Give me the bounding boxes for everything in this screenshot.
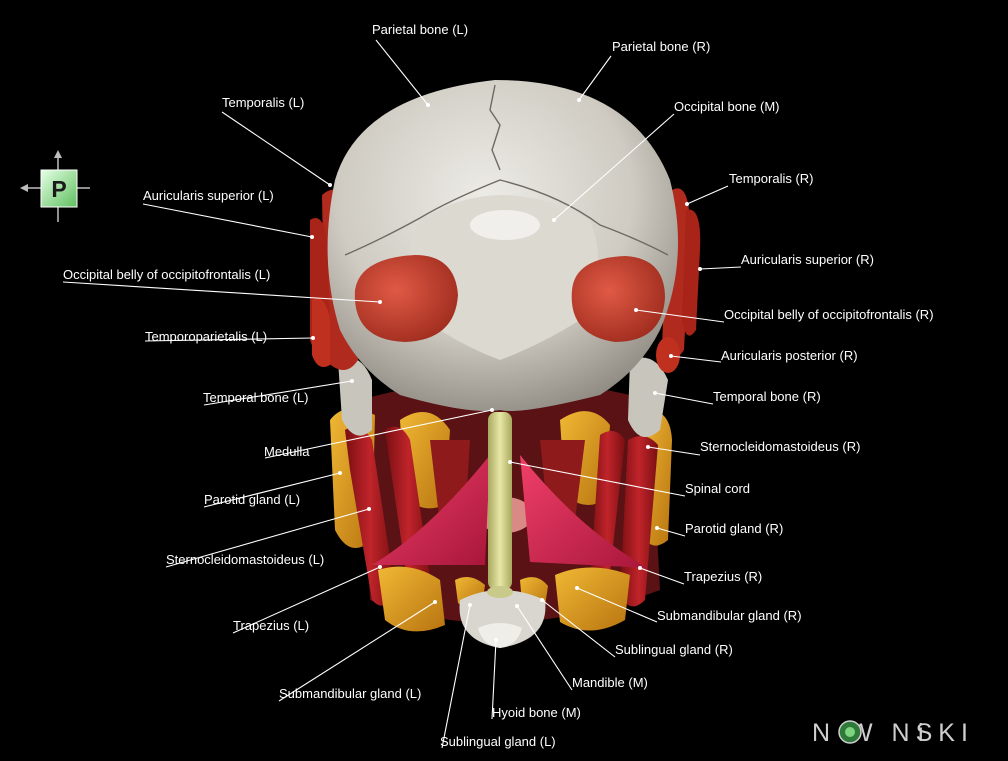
label-temporal-bone-left: Temporal bone (L) (203, 390, 309, 405)
watermark-logo: N W NSKI i (812, 719, 974, 747)
label-trapezius-left: Trapezius (L) (233, 618, 309, 633)
leader-lines (62, 39, 742, 749)
label-spinal-cord: Spinal cord (685, 481, 750, 496)
structure-labels: Parietal bone (L) Parietal bone (R) Occi… (63, 22, 934, 749)
auricularis-posterior-right (656, 337, 680, 373)
label-sublingual-left: Sublingual gland (L) (440, 734, 556, 749)
label-mandible: Mandible (M) (572, 675, 648, 690)
temporal-bones (338, 357, 668, 438)
trapezius-left (372, 455, 490, 565)
label-occipital-belly-left: Occipital belly of occipitofrontalis (L) (63, 267, 270, 282)
label-parietal-bone-right: Parietal bone (R) (612, 39, 710, 54)
skull (327, 80, 678, 411)
occipital-bone (408, 195, 598, 360)
label-temporalis-right: Temporalis (R) (729, 171, 814, 186)
watermark-text: N W NSKI (812, 719, 974, 747)
auricularis-superior-right (682, 209, 701, 336)
label-auricularis-superior-left: Auricularis superior (L) (143, 188, 274, 203)
label-parietal-bone-left: Parietal bone (L) (372, 22, 468, 37)
label-occipital-belly-right: Occipital belly of occipitofrontalis (R) (724, 307, 934, 322)
label-scm-right: Sternocleidomastoideus (R) (700, 439, 860, 454)
label-auricularis-posterior-right: Auricularis posterior (R) (721, 348, 858, 363)
label-auricularis-superior-right: Auricularis superior (R) (741, 252, 874, 267)
label-hyoid-bone: Hyoid bone (M) (492, 705, 581, 720)
hyoid-bone (478, 623, 522, 648)
label-parotid-gland-left: Parotid gland (L) (204, 492, 300, 507)
submandibular-right (555, 567, 630, 631)
temporal-bone-left (338, 357, 372, 436)
neck-structures (330, 380, 672, 648)
occipital-belly-left (354, 255, 458, 342)
label-temporal-bone-right: Temporal bone (R) (713, 389, 821, 404)
label-medulla: Medulla (264, 444, 310, 459)
label-parotid-gland-right: Parotid gland (R) (685, 521, 783, 536)
svg-text:i: i (918, 719, 924, 747)
label-scm-left: Sternocleidomastoideus (L) (166, 552, 324, 567)
occipital-belly-right (571, 256, 665, 342)
trapezius-right (520, 455, 648, 568)
label-submandibular-right: Submandibular gland (R) (657, 608, 802, 623)
label-temporoparietalis-left: Temporoparietalis (L) (145, 329, 267, 344)
orientation-marker[interactable]: P (20, 150, 90, 222)
temporal-bone-right (628, 357, 668, 438)
label-occipital-bone: Occipital bone (M) (674, 99, 779, 114)
spinal-cord (488, 412, 512, 590)
label-trapezius-right: Trapezius (R) (684, 569, 762, 584)
label-temporalis-left: Temporalis (L) (222, 95, 304, 110)
orientation-letter: P (51, 176, 66, 202)
label-submandibular-left: Submandibular gland (L) (279, 686, 421, 701)
submandibular-left (378, 566, 445, 632)
label-sublingual-right: Sublingual gland (R) (615, 642, 733, 657)
temporoparietalis-left (312, 298, 330, 368)
